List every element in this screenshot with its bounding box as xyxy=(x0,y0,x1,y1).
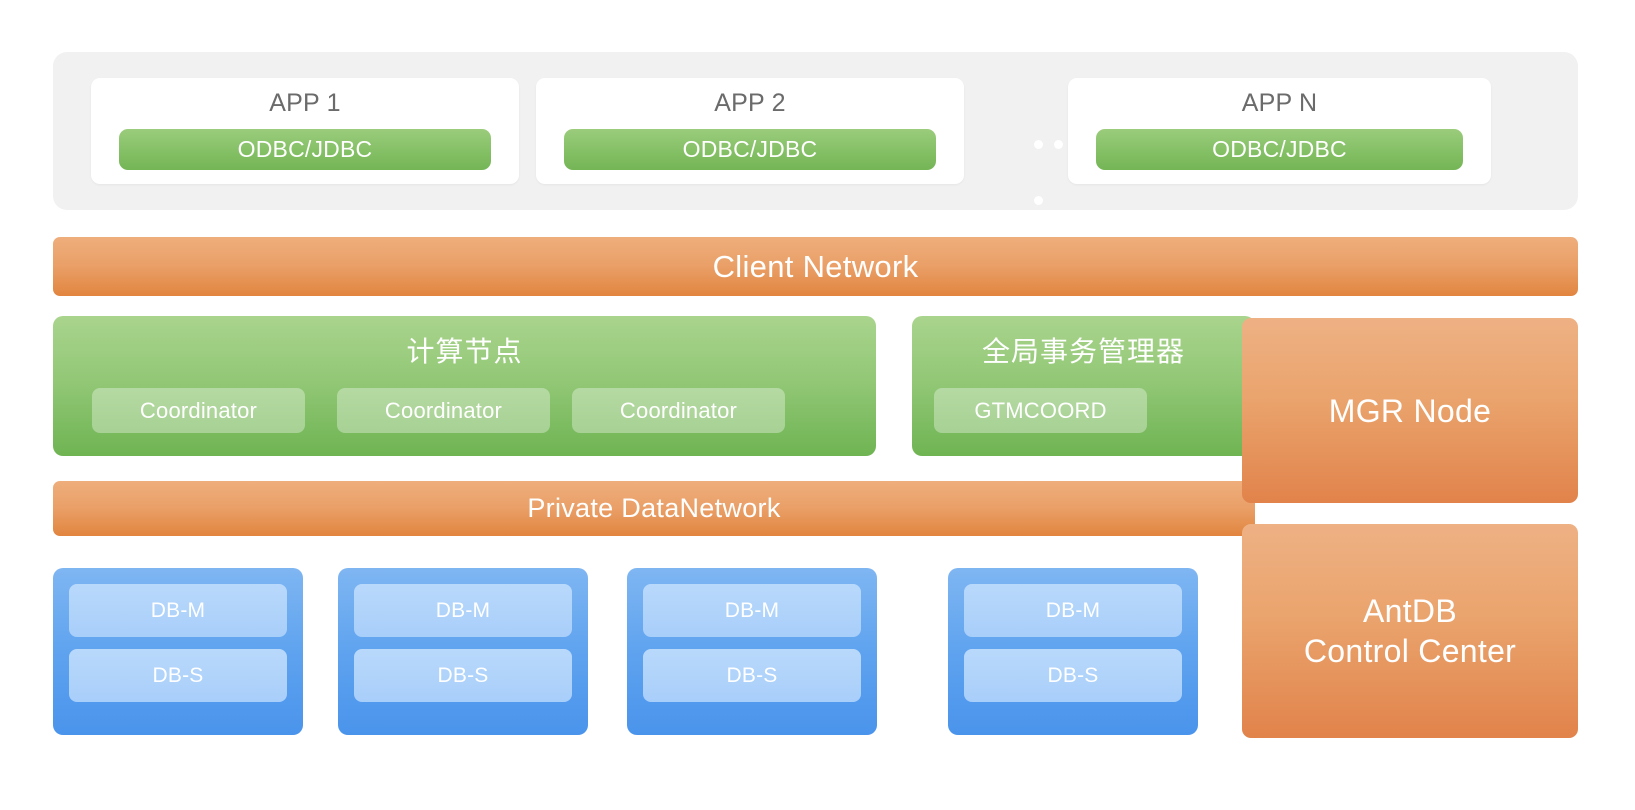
antdb-control-center-panel[interactable]: AntDB Control Center xyxy=(1242,524,1578,738)
coordinator-node-1[interactable]: Coordinator xyxy=(92,388,305,433)
app-layer-panel: APP 1 ODBC/JDBC APP 2 ODBC/JDBC APP N OD… xyxy=(53,52,1578,210)
app-card-n[interactable]: APP N ODBC/JDBC xyxy=(1068,78,1491,184)
mgr-node-panel[interactable]: MGR Node xyxy=(1242,318,1578,503)
control-center-line1: AntDB xyxy=(1363,593,1457,629)
global-transaction-manager-block: 全局事务管理器 GTMCOORD xyxy=(912,316,1255,456)
odbc-jdbc-driver[interactable]: ODBC/JDBC xyxy=(119,129,491,170)
ellipsis-dot xyxy=(1034,196,1043,205)
app-title: APP N xyxy=(1241,89,1318,117)
db-master[interactable]: DB-M xyxy=(643,584,861,637)
db-cluster-2: DB-M DB-S xyxy=(338,568,588,735)
app-title: APP 2 xyxy=(714,89,786,117)
control-center-line2: Control Center xyxy=(1303,633,1517,669)
private-data-network-bar: Private DataNetwork xyxy=(53,481,1255,536)
db-slave[interactable]: DB-S xyxy=(69,649,287,702)
compute-node-title: 计算节点 xyxy=(406,336,523,367)
db-master[interactable]: DB-M xyxy=(964,584,1182,637)
app-title: APP 1 xyxy=(269,89,341,117)
control-center-label: AntDB Control Center xyxy=(1304,591,1516,671)
coordinator-node-3[interactable]: Coordinator xyxy=(572,388,785,433)
app-card-2[interactable]: APP 2 ODBC/JDBC xyxy=(536,78,964,184)
coordinator-node-2[interactable]: Coordinator xyxy=(337,388,550,433)
gtm-title: 全局事务管理器 xyxy=(981,336,1185,367)
app-card-1[interactable]: APP 1 ODBC/JDBC xyxy=(91,78,519,184)
odbc-jdbc-driver[interactable]: ODBC/JDBC xyxy=(1096,129,1463,170)
db-master[interactable]: DB-M xyxy=(69,584,287,637)
db-master[interactable]: DB-M xyxy=(354,584,572,637)
client-network-bar: Client Network xyxy=(53,237,1578,296)
ellipsis-dot xyxy=(1034,140,1043,149)
ellipsis-dot xyxy=(1054,140,1063,149)
db-cluster-3: DB-M DB-S xyxy=(627,568,877,735)
gtmcoord-node[interactable]: GTMCOORD xyxy=(934,388,1147,433)
db-cluster-4: DB-M DB-S xyxy=(948,568,1198,735)
odbc-jdbc-driver[interactable]: ODBC/JDBC xyxy=(564,129,936,170)
db-slave[interactable]: DB-S xyxy=(643,649,861,702)
db-cluster-1: DB-M DB-S xyxy=(53,568,303,735)
compute-node-block: 计算节点 Coordinator Coordinator Coordinator xyxy=(53,316,876,456)
db-slave[interactable]: DB-S xyxy=(354,649,572,702)
db-slave[interactable]: DB-S xyxy=(964,649,1182,702)
